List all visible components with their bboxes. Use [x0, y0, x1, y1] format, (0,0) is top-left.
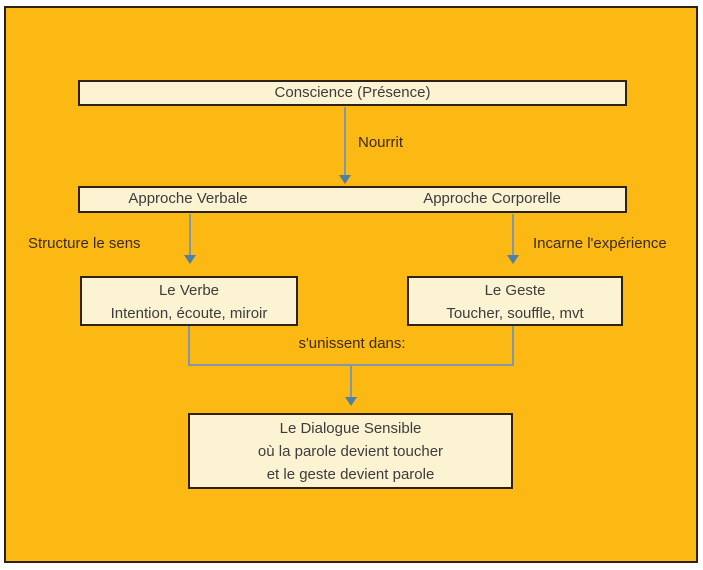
- conscience-box-label: Conscience (Présence): [274, 84, 431, 101]
- le-geste-box: Le Geste Toucher, souffle, mvt: [407, 276, 623, 326]
- sunissent-dans-label: s'unissent dans:: [298, 335, 406, 352]
- verbale-arrow-head-icon: [184, 255, 196, 264]
- corporelle-arrow-line: [512, 214, 514, 257]
- approaches-box: Approche Verbale Approche Corporelle: [78, 186, 627, 213]
- nourrit-arrow-head-icon: [339, 175, 351, 184]
- le-geste-subtitle: Toucher, souffle, mvt: [446, 305, 584, 322]
- le-verbe-subtitle: Intention, écoute, miroir: [110, 305, 268, 322]
- conscience-box: Conscience (Présence): [78, 80, 627, 106]
- merge-right-line: [512, 326, 514, 365]
- le-verbe-box: Le Verbe Intention, écoute, miroir: [80, 276, 298, 326]
- nourrit-arrow-line: [344, 107, 346, 177]
- merge-arrow-head-icon: [345, 397, 357, 406]
- dialogue-sensible-box: Le Dialogue Sensible où la parole devien…: [188, 413, 513, 489]
- merge-center-line: [350, 365, 352, 398]
- le-verbe-title: Le Verbe: [158, 282, 220, 299]
- dialogue-line3: et le geste devient parole: [266, 466, 435, 483]
- incarne-experience-label: Incarne l'expérience: [533, 235, 667, 252]
- dialogue-line1: Le Dialogue Sensible: [279, 420, 422, 437]
- le-geste-title: Le Geste: [484, 282, 546, 299]
- dialogue-line2: où la parole devient toucher: [257, 443, 444, 460]
- merge-left-line: [188, 326, 190, 365]
- structure-le-sens-label: Structure le sens: [28, 235, 141, 252]
- merge-horizontal-line: [188, 364, 514, 366]
- approche-verbale-label: Approche Verbale: [128, 190, 248, 207]
- verbale-arrow-line: [189, 214, 191, 257]
- approche-corporelle-label: Approche Corporelle: [423, 190, 561, 207]
- corporelle-arrow-head-icon: [507, 255, 519, 264]
- nourrit-label: Nourrit: [358, 134, 404, 151]
